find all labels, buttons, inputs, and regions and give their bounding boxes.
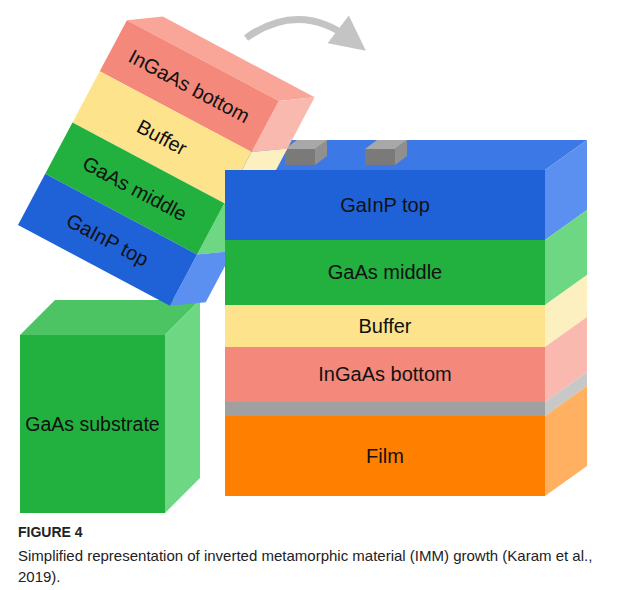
transfer-arrow — [246, 19, 352, 40]
layer-label: GaAs substrate — [25, 413, 159, 436]
bond-layer — [225, 402, 545, 416]
layer-label: Buffer — [359, 315, 412, 338]
layer-label: GaAs middle — [328, 261, 443, 284]
side-face — [545, 386, 587, 496]
contact — [365, 140, 407, 165]
layer-label: InGaAs bottom — [318, 363, 451, 386]
layer-label: Film — [366, 445, 404, 468]
contact — [285, 140, 327, 165]
layer-box: Buffer — [225, 305, 545, 347]
layer-box: GaAs middle — [225, 240, 545, 305]
layer-box: InGaAs bottom — [225, 347, 545, 402]
layer-label: Buffer — [133, 115, 191, 160]
layer-box: Film — [225, 416, 545, 496]
layer-box: GaInP top — [225, 170, 545, 240]
substrate-side-face — [165, 300, 200, 513]
caption: Simplified representation of inverted me… — [18, 545, 610, 587]
caption-block: FIGURE 4Simplified representation of inv… — [18, 522, 610, 587]
layer-label: GaInP top — [340, 194, 430, 217]
figure-number: FIGURE 4 — [18, 522, 610, 543]
layer-box: GaAs substrate — [20, 335, 165, 513]
